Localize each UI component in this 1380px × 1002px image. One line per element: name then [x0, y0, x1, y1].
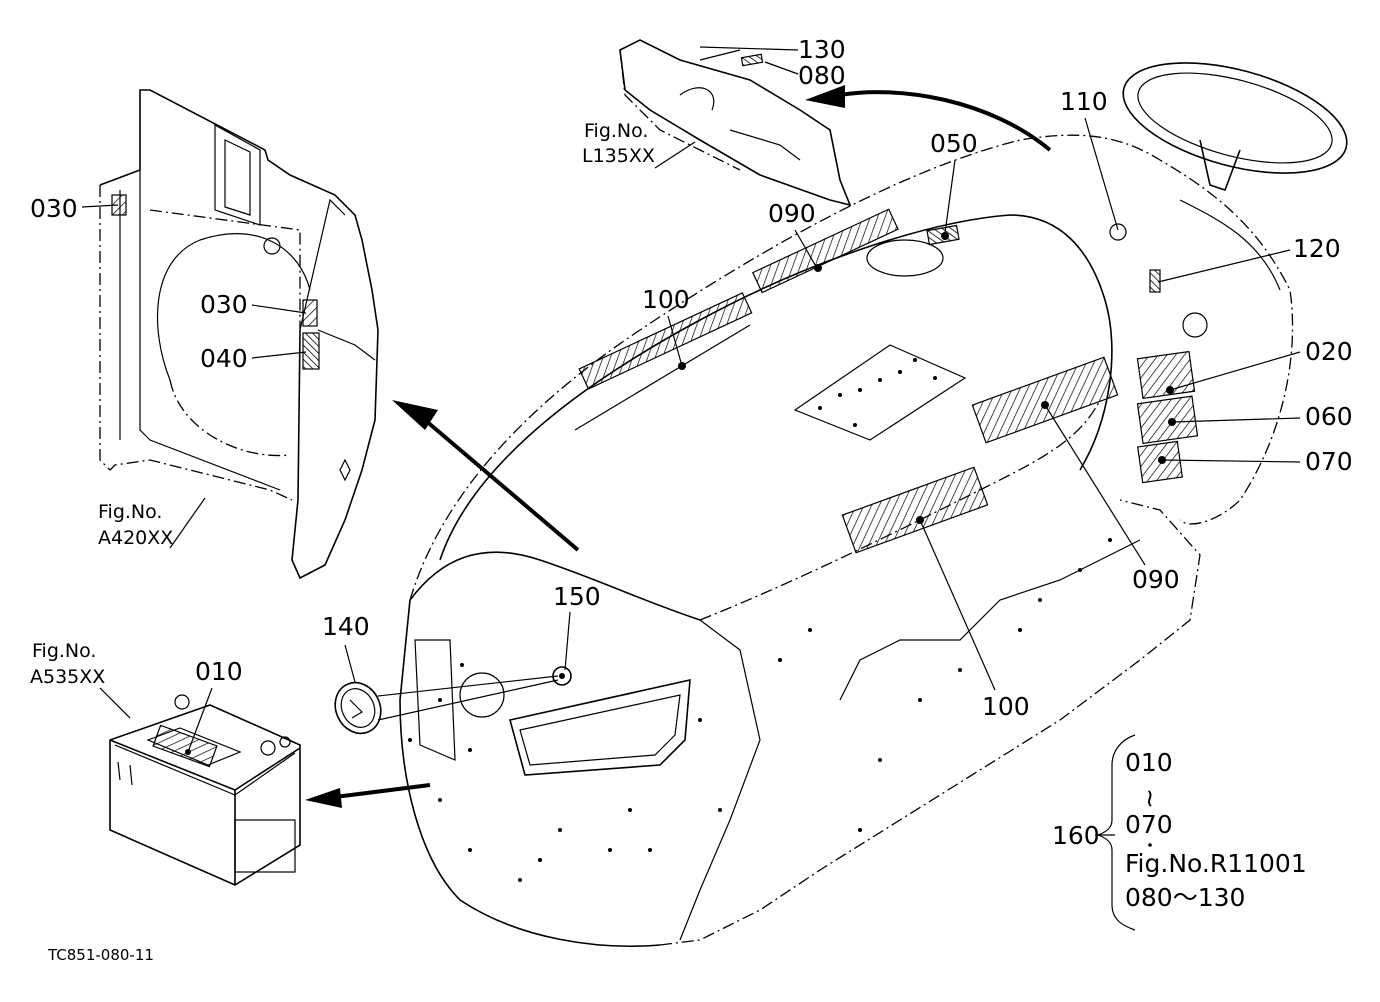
label-100-top-decal	[578, 292, 753, 390]
body-texture-scatter	[408, 538, 1112, 882]
kit-160-group: 160 010 ~ 070 Fig.No.R11001 080～130	[1052, 734, 1307, 931]
callout-090-top: 090	[768, 199, 816, 228]
label-100-bottom-decal	[841, 466, 989, 554]
callout-030-mid: 030	[200, 290, 248, 319]
kit-fig-ref: Fig.No.R11001	[1125, 849, 1307, 878]
kit-range-end: 070	[1125, 810, 1173, 839]
side-panel-assembly	[99, 89, 379, 580]
fig-ref-l135-line2: L135XX	[582, 145, 655, 167]
label-090-right-decal	[971, 356, 1119, 444]
drawing-id: TC851-080-11	[47, 946, 154, 964]
callout-110: 110	[1060, 87, 1108, 116]
cap-part-140	[334, 675, 559, 735]
fig-ref-a535-line1: Fig.No.	[32, 640, 96, 662]
fig-ref-a420-line2: A420XX	[98, 527, 173, 549]
callout-070: 070	[1305, 447, 1353, 476]
callout-040: 040	[200, 344, 248, 373]
callout-080: 080	[798, 61, 846, 90]
callout-100-bottom: 100	[982, 692, 1030, 721]
battery-assembly	[109, 694, 301, 886]
label-020-decal	[1136, 350, 1196, 400]
kit-range-start: 010	[1125, 748, 1173, 777]
label-080-decal	[740, 53, 764, 67]
instrument-cover-assembly	[619, 39, 852, 207]
callout-050: 050	[930, 129, 978, 158]
kit-range-tilde: ~	[1136, 788, 1165, 809]
label-040-decal	[302, 332, 320, 370]
fig-ref-l135-line1: Fig.No.	[584, 120, 648, 142]
callout-140: 140	[322, 612, 370, 641]
tractor-body	[399, 62, 1348, 947]
hood-emblem-scatter	[818, 358, 937, 427]
label-090-top-decal	[752, 208, 899, 294]
callout-010-battery: 010	[195, 657, 243, 686]
kit-range-2: 080～130	[1125, 883, 1245, 912]
fig-ref-a420-line1: Fig.No.	[98, 501, 162, 523]
callout-020: 020	[1305, 337, 1353, 366]
callout-060: 060	[1305, 402, 1353, 431]
kit-number: 160	[1052, 821, 1100, 850]
label-010-decal	[152, 724, 218, 768]
label-120-decal	[1149, 269, 1161, 293]
callout-030-top: 030	[30, 194, 78, 223]
callout-150: 150	[553, 582, 601, 611]
label-060-decal	[1136, 395, 1199, 445]
fig-ref-a535-line2: A535XX	[30, 666, 105, 688]
callout-120: 120	[1293, 234, 1341, 263]
callout-100-top: 100	[642, 285, 690, 314]
callout-130: 130	[798, 35, 846, 64]
callout-090-right: 090	[1132, 565, 1180, 594]
